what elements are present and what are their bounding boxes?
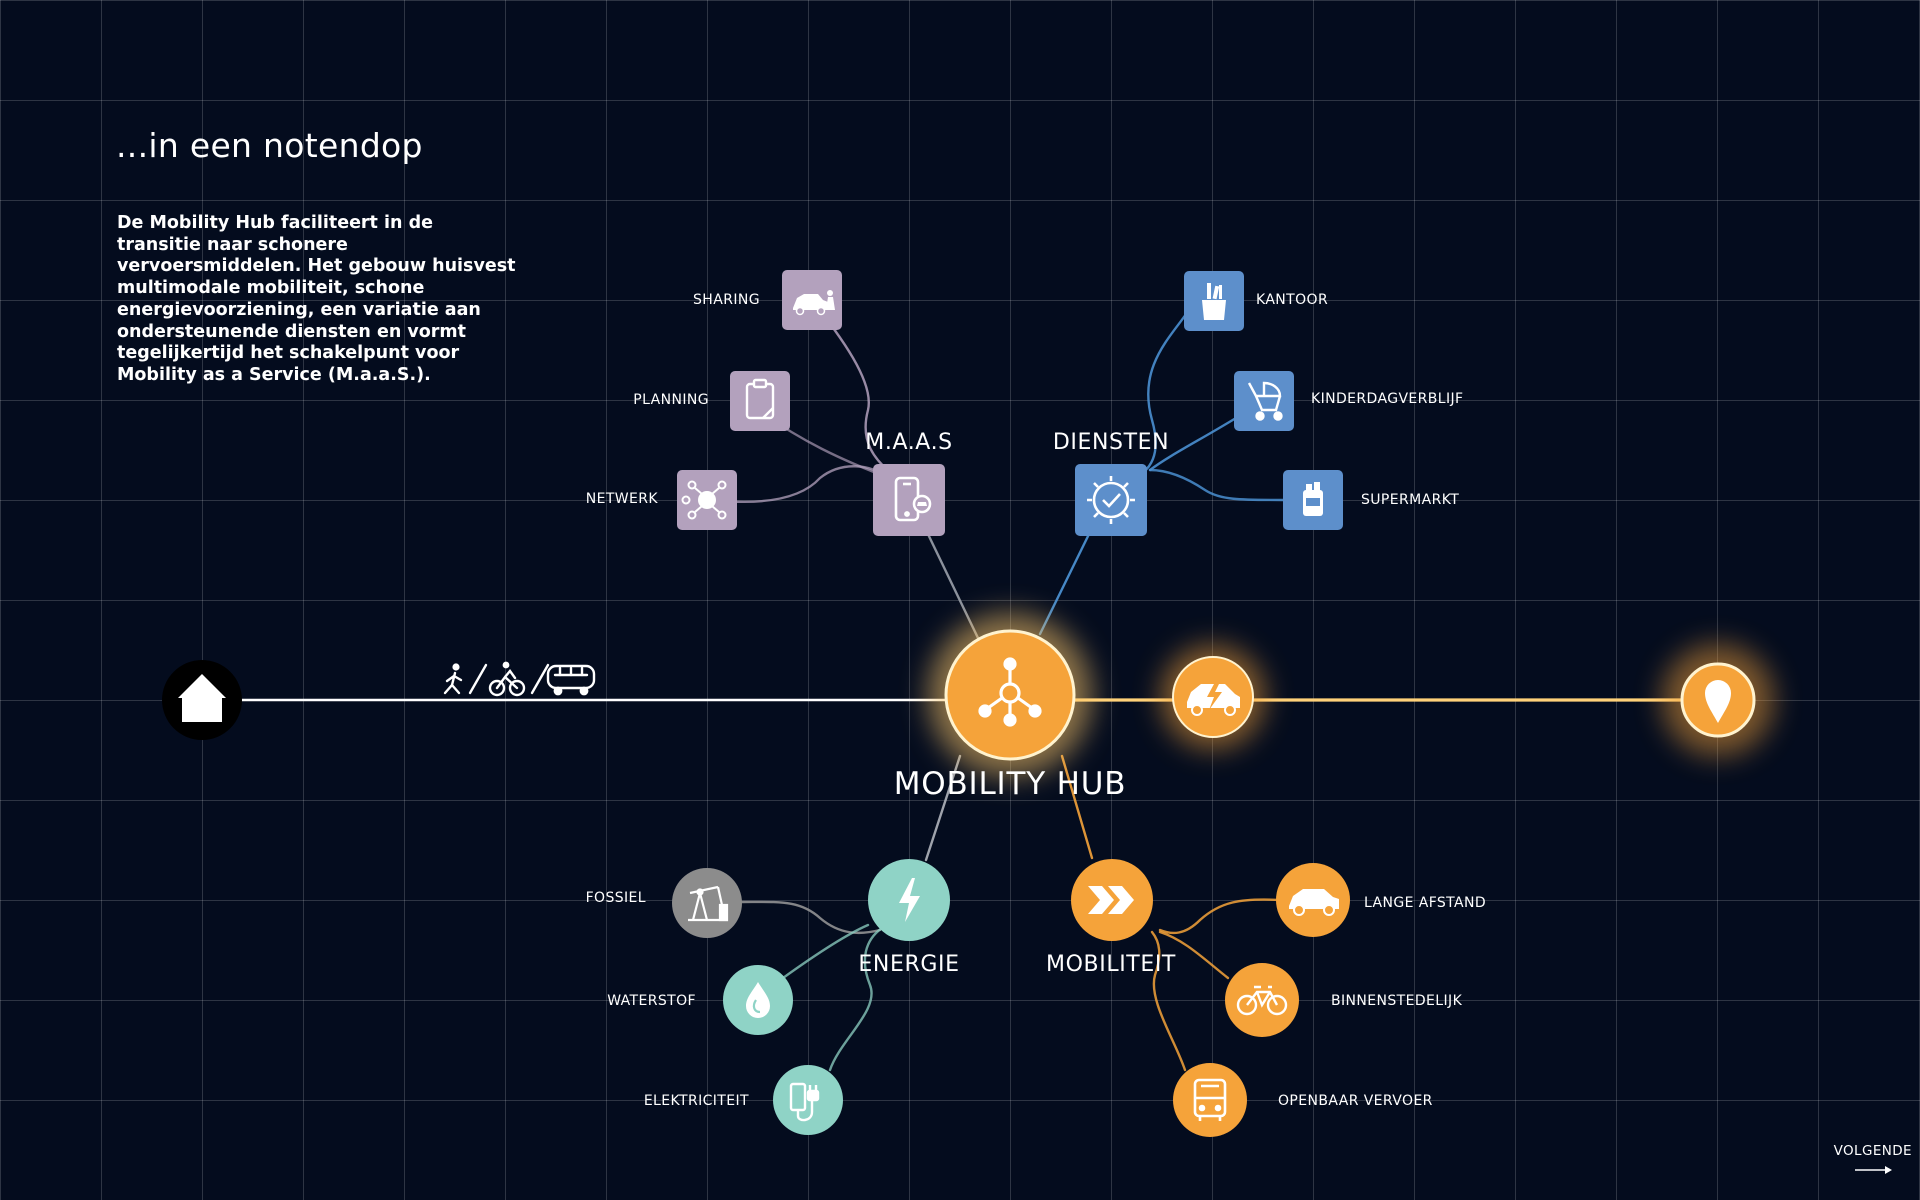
line-maas-hub [924,528,980,640]
network-icon [681,480,727,520]
electric-car-node [1161,645,1265,749]
lange-afstand-label: LANGE AFSTAND [1364,895,1487,911]
bus-icon [1193,1078,1227,1121]
car-icon [1289,889,1339,916]
supermarkt-label: SUPERMARKT [1361,492,1460,508]
stroller-icon [1247,381,1283,421]
destination-node [1662,644,1774,756]
planning-item [730,371,790,431]
connection-lines [710,298,1285,1072]
mobility-hub-node [928,613,1092,777]
line-fossiel [740,900,882,935]
elektriciteit-label: ELEKTRICITEIT [643,1093,749,1109]
kantoor-label: KANTOOR [1256,292,1329,308]
binnenstedelijk-label: BINNENSTEDELIJK [1331,993,1463,1009]
energie-category-node [868,859,950,941]
openbaar-vervoer-item [1173,1063,1247,1137]
fossiel-item [672,868,742,938]
line-binnenstedelijk [1158,930,1230,980]
double-chevron-icon [1088,886,1134,914]
line-kinderdagverblijf [1148,416,1238,472]
lange-afstand-item [1276,863,1350,937]
oil-pump-icon [688,885,729,922]
page-title: ...in een notendop [116,126,423,165]
cycling-icon [488,661,526,697]
line-diensten-hub [1038,526,1094,636]
gear-check-icon [1087,476,1135,524]
elektriciteit-item [773,1065,843,1135]
maas-category-node [873,464,945,536]
transport-modes [443,661,596,697]
diensten-category-label: DIENSTEN [1052,430,1170,455]
lightning-icon [899,878,920,922]
netwerk-item [677,470,737,530]
waterstof-label: WATERSTOF [607,993,696,1009]
walking-icon [443,663,463,695]
separator-slash [530,663,550,695]
waterstof-item [723,965,793,1035]
kinderdagverblijf-item [1234,371,1294,431]
next-label: VOLGENDE [1833,1143,1912,1159]
arrow-right-icon [1854,1166,1892,1174]
shuttle-bus-icon [546,664,596,696]
water-drop-icon [746,982,770,1018]
planning-label: PLANNING [633,392,709,408]
line-mobiliteit-hub [1060,754,1094,860]
car-sharing-icon [793,290,835,316]
kantoor-item [1184,271,1244,331]
smartphone-icon [894,476,932,522]
plug-icon [789,1082,820,1122]
openbaar-vervoer-label: OPENBAAR VERVOER [1278,1093,1433,1109]
electric-car-icon [1187,684,1240,716]
supermarkt-item [1283,470,1343,530]
energie-category-label: ENERGIE [858,952,960,977]
line-elektriciteit [828,926,884,1072]
binnenstedelijk-item [1225,963,1299,1037]
home-node [162,660,242,740]
hub-label: MOBILITY HUB [893,766,1127,802]
kinderdagverblijf-label: KINDERDAGVERBLIJF [1311,391,1464,407]
line-lange-afstand [1158,898,1282,935]
home-icon [178,674,226,722]
intro-text: De Mobility Hub faciliteert in de transi… [117,213,516,385]
line-supermarkt [1148,468,1285,502]
location-pin-icon [1705,680,1731,723]
separator-slash [468,663,488,695]
maas-category-label: M.A.A.S [865,430,953,455]
next-button[interactable]: VOLGENDE [1834,1143,1912,1175]
netwerk-label: NETWERK [585,491,658,507]
line-openbaar-vervoer [1150,930,1187,1072]
hub-network-icon [978,657,1042,727]
sharing-label: SHARING [693,292,760,308]
diensten-category-node [1075,464,1147,536]
pencil-cup-icon [1202,283,1226,320]
line-energie-hub [924,754,962,862]
shopping-bottle-icon [1303,482,1323,516]
clipboard-icon [745,378,775,420]
mobiliteit-category-node [1071,859,1153,941]
line-kantoor [1133,298,1197,480]
mobiliteit-category-label: MOBILITEIT [1046,952,1176,977]
bicycle-icon [1236,985,1288,1016]
line-waterstof [781,923,870,980]
fossiel-label: FOSSIEL [585,890,646,906]
line-netwerk [710,465,892,503]
sharing-item [782,270,842,330]
